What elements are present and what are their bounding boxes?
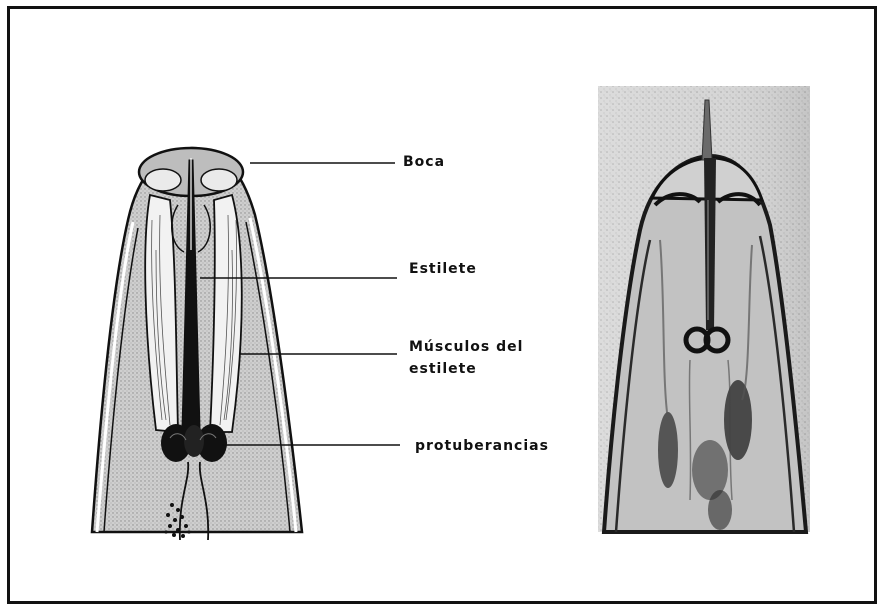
label-musculos-line2: estilete bbox=[409, 361, 477, 377]
stylet-muscle-right bbox=[210, 195, 242, 432]
label-boca: Boca bbox=[403, 154, 445, 170]
stylet-knobs bbox=[161, 424, 227, 462]
micrograph-stylet bbox=[704, 158, 716, 330]
label-protuberancias: protuberancias bbox=[415, 438, 549, 454]
nematode-head-drawing bbox=[92, 148, 302, 540]
label-estilete: Estilete bbox=[409, 261, 477, 277]
label-musculos-line1: Músculos del bbox=[409, 339, 523, 355]
micrograph bbox=[598, 86, 810, 532]
